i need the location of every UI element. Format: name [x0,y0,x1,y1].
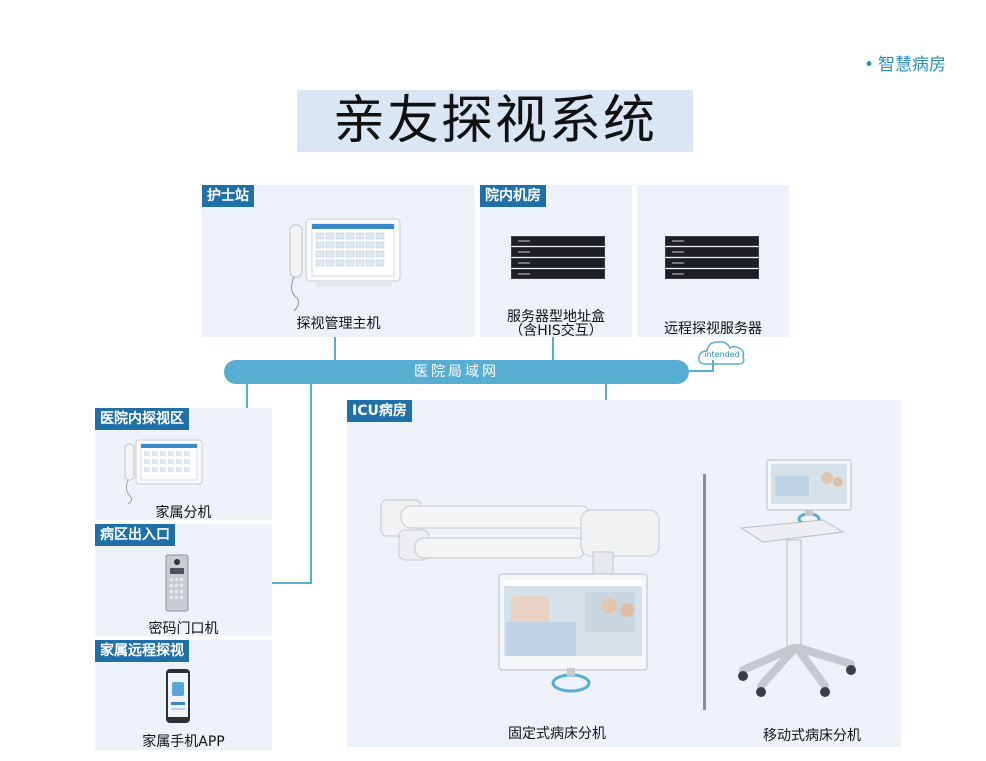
fixed-bed-terminal-label: 固定式病床分机 [508,726,606,742]
cloud-icon [698,341,745,365]
entrance-link-vertical [310,384,312,584]
cloud-link [689,370,713,372]
mobile-app-label: 家属手机APP [142,734,225,750]
management-host-label: 探视管理主机 [296,316,381,332]
panel-tag: 家属远程探视 [95,640,189,662]
visit-area-panel: 医院内探视区 家属分机 [95,408,272,521]
remote-server-panel: 远程探视服务器 [637,185,789,337]
nurse-station-link [334,337,336,360]
panel-tag: 院内机房 [480,185,546,207]
nurse-station-panel: 护士站 探视管理主机 [202,185,475,337]
ward-entrance-panel: 病区出入口 密码门口机 [95,524,272,637]
mobile-bed-terminal-icon [738,459,856,697]
door-station-icon [165,554,189,612]
remote-server-label: 远程探视服务器 [664,321,762,337]
address-box-label-2: （含HIS交互） [509,323,603,339]
address-box-label-1: 服务器型地址盒 [507,309,605,325]
server-room-link [552,337,554,360]
entrance-link-horizontal [272,582,312,584]
remote-family-panel: 家属远程探视 家属手机APP [95,640,272,750]
family-extension-label: 家属分机 [155,505,212,521]
panel-tag: 护士站 [202,185,254,207]
mobile-phone-icon [166,669,190,723]
server-room-panel: 院内机房 服务器型地址盒 （含HIS交互） [480,185,632,339]
panel-tag: 医院内探视区 [95,408,189,430]
visit-area-link [246,384,248,408]
fixed-bed-terminal-icon [380,499,660,693]
icu-panel: ICU病房 固定式病床分机 移动式病 [347,400,901,747]
address-box-server-icon [511,236,605,280]
door-station-label: 密码门口机 [148,621,219,637]
hospital-lan-bar: 医院局域网 [224,360,689,384]
panel-tag: ICU病房 [347,400,412,422]
mobile-bed-terminal-label: 移动式病床分机 [763,728,861,744]
management-host-icon [289,218,401,312]
remote-server-icon [665,236,759,280]
cloud-label: intended [704,350,740,359]
page-title: 亲友探视系统 [297,90,693,152]
icu-divider [703,474,706,710]
bullet-icon: • [863,55,874,75]
icu-link [605,384,607,408]
remote-server-link [712,360,714,372]
family-extension-icon [124,439,203,504]
panel-tag: 病区出入口 [95,524,175,546]
section-tag: •智慧病房 [864,50,946,75]
section-label: 智慧病房 [878,55,946,75]
